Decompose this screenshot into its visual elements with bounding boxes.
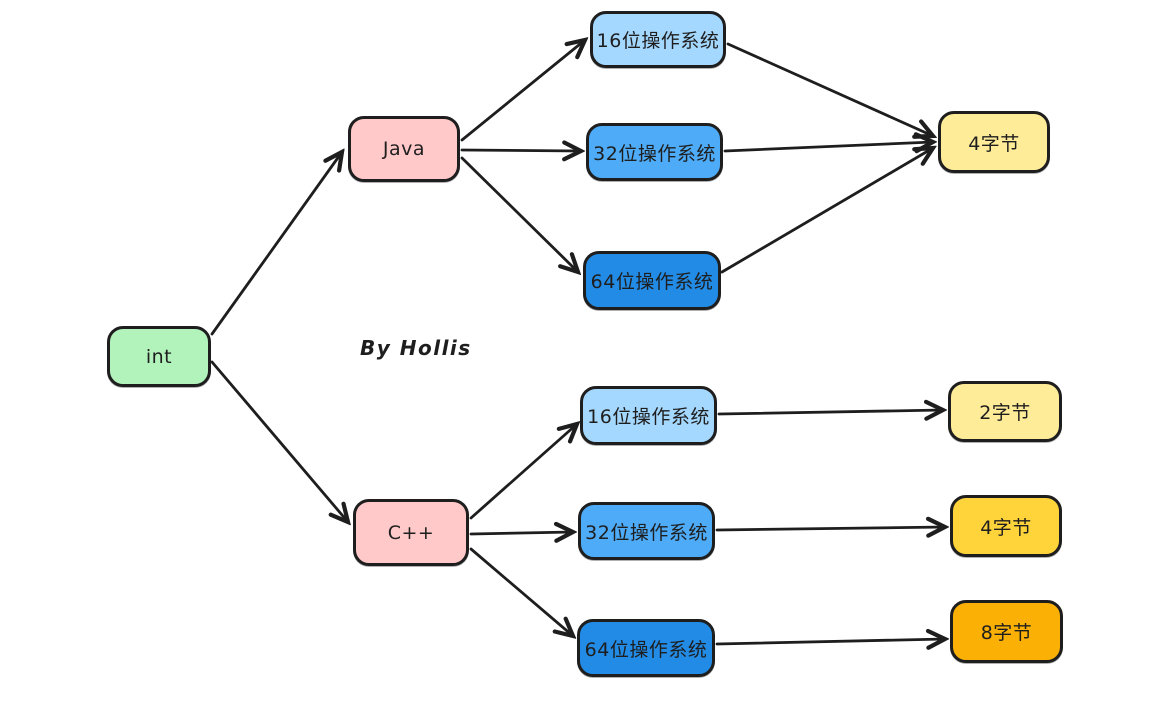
edge-int-cpp[interactable]: [210, 360, 348, 522]
edge-cpp-os16[interactable]: [469, 424, 577, 520]
node-java-os64[interactable]: 64位操作系统: [583, 251, 721, 310]
node-label: 16位操作系统: [587, 406, 710, 428]
edge-java-os64-4b[interactable]: [720, 148, 933, 274]
node-label: 4字节: [968, 132, 1020, 155]
edge-cpp-os32-4b[interactable]: [715, 527, 945, 530]
node-cpp-result-4bytes[interactable]: 4字节: [950, 495, 1062, 557]
edge-java-os32[interactable]: [460, 150, 581, 151]
node-label: 2字节: [979, 402, 1031, 424]
node-label: C++: [387, 521, 435, 544]
node-java-os16[interactable]: 16位操作系统: [590, 11, 726, 68]
edge-java-os64[interactable]: [460, 156, 578, 272]
edge-java-os32-4b[interactable]: [723, 142, 933, 151]
edge-cpp-os64[interactable]: [469, 547, 573, 636]
byline-text[interactable]: By Hollis: [360, 336, 472, 360]
node-int[interactable]: int: [107, 326, 211, 387]
node-label: 64位操作系统: [584, 638, 708, 661]
node-label: 32位操作系统: [593, 142, 716, 165]
edge-int-java[interactable]: [210, 152, 342, 336]
node-java-result-4bytes[interactable]: 4字节: [938, 111, 1050, 173]
edge-java-os16[interactable]: [460, 40, 585, 142]
node-cpp-result-8bytes[interactable]: 8字节: [950, 600, 1063, 663]
node-label: int: [145, 345, 173, 368]
node-cpp-os16[interactable]: 16位操作系统: [580, 386, 717, 445]
node-cpp-os64[interactable]: 64位操作系统: [577, 619, 715, 677]
edge-java-os16-4b[interactable]: [726, 42, 933, 136]
node-java-os32[interactable]: 32位操作系统: [586, 123, 723, 181]
edge-cpp-os16-2b[interactable]: [717, 410, 943, 414]
edge-cpp-os32[interactable]: [469, 532, 573, 534]
node-label: 64位操作系统: [590, 271, 714, 293]
node-cpp-result-2bytes[interactable]: 2字节: [948, 381, 1062, 442]
node-label: 32位操作系统: [585, 521, 708, 544]
node-cpp-os32[interactable]: 32位操作系统: [578, 502, 715, 560]
node-java[interactable]: Java: [348, 116, 460, 182]
node-label: 16位操作系统: [596, 30, 720, 52]
node-label: 8字节: [980, 622, 1033, 644]
node-label: Java: [382, 138, 426, 160]
node-label: 4字节: [980, 516, 1032, 539]
node-cpp[interactable]: C++: [353, 499, 469, 566]
edge-cpp-os64-8b[interactable]: [715, 639, 945, 644]
